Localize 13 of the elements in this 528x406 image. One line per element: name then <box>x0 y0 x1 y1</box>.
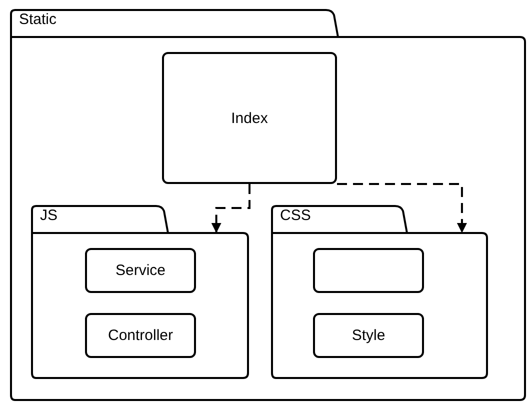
component-box: Style <box>313 313 424 358</box>
package-label: Static <box>19 11 57 29</box>
package-label: JS <box>40 207 58 225</box>
package-folder <box>271 205 488 379</box>
component-box: Service <box>85 248 196 293</box>
package-folder <box>31 205 249 379</box>
component-box: Controller <box>85 313 196 358</box>
package-label: CSS <box>280 207 311 225</box>
dashed-arrow <box>337 183 467 233</box>
dashed-arrow <box>211 184 250 233</box>
empty-box <box>313 248 424 293</box>
component-box: Index <box>162 52 337 184</box>
package-folder <box>10 9 526 401</box>
